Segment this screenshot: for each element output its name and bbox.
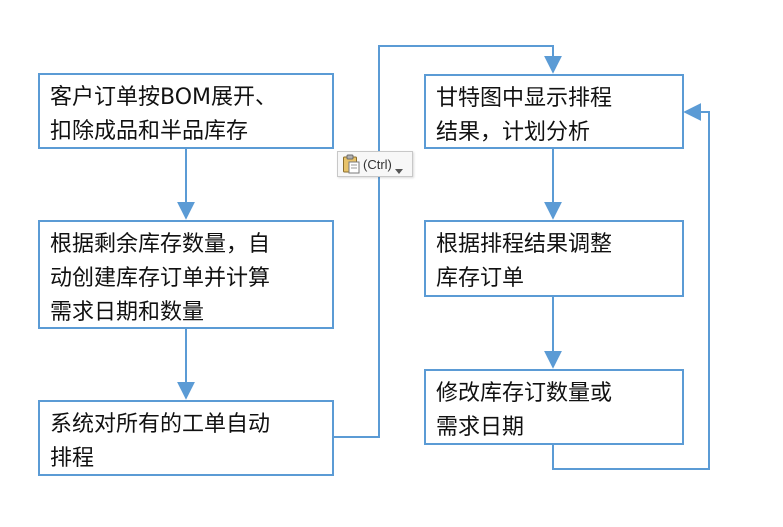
step-box-auto-schedule: 系统对所有的工单自动 排程: [38, 400, 334, 476]
step-text-line: 需求日期和数量: [50, 300, 205, 325]
arrow-box3-to-box4: [333, 45, 562, 438]
step-text-line: 系统对所有的工单自动: [50, 412, 271, 437]
step-text-line: 甘特图中显示排程: [436, 86, 613, 111]
step-text-line: 动创建库存订单并计算: [50, 266, 271, 291]
step-text-line: 根据剩余库存数量，自: [50, 232, 271, 257]
clipboard-icon: [342, 154, 360, 174]
step-text-line: 结果，计划分析: [436, 120, 591, 145]
paste-options-label: (Ctrl): [363, 156, 392, 172]
step-text-line: 根据排程结果调整: [436, 232, 613, 257]
paste-options-button[interactable]: (Ctrl): [337, 151, 413, 177]
step-box-adjust-stock-order: 根据排程结果调整 库存订单: [424, 220, 684, 297]
step-text-line: 扣除成品和半品库存: [50, 119, 249, 144]
step-text-line: 库存订单: [436, 266, 525, 291]
step-text-line: 客户订单按BOM展开、: [50, 85, 278, 110]
step-text-line: 修改库存订数量或: [436, 381, 613, 406]
step-box-gantt-display: 甘特图中显示排程 结果，计划分析: [424, 74, 684, 149]
chevron-down-icon: [394, 162, 403, 174]
step-box-auto-create-stock-order: 根据剩余库存数量，自 动创建库存订单并计算 需求日期和数量: [38, 220, 334, 329]
step-text-line: 排程: [50, 446, 95, 471]
arrow-box6-loop-to-box4: [552, 103, 710, 470]
step-text-line: 需求日期: [436, 415, 525, 440]
step-box-expand-bom: 客户订单按BOM展开、 扣除成品和半品库存: [38, 73, 334, 149]
step-box-modify-quantity-date: 修改库存订数量或 需求日期: [424, 369, 684, 445]
